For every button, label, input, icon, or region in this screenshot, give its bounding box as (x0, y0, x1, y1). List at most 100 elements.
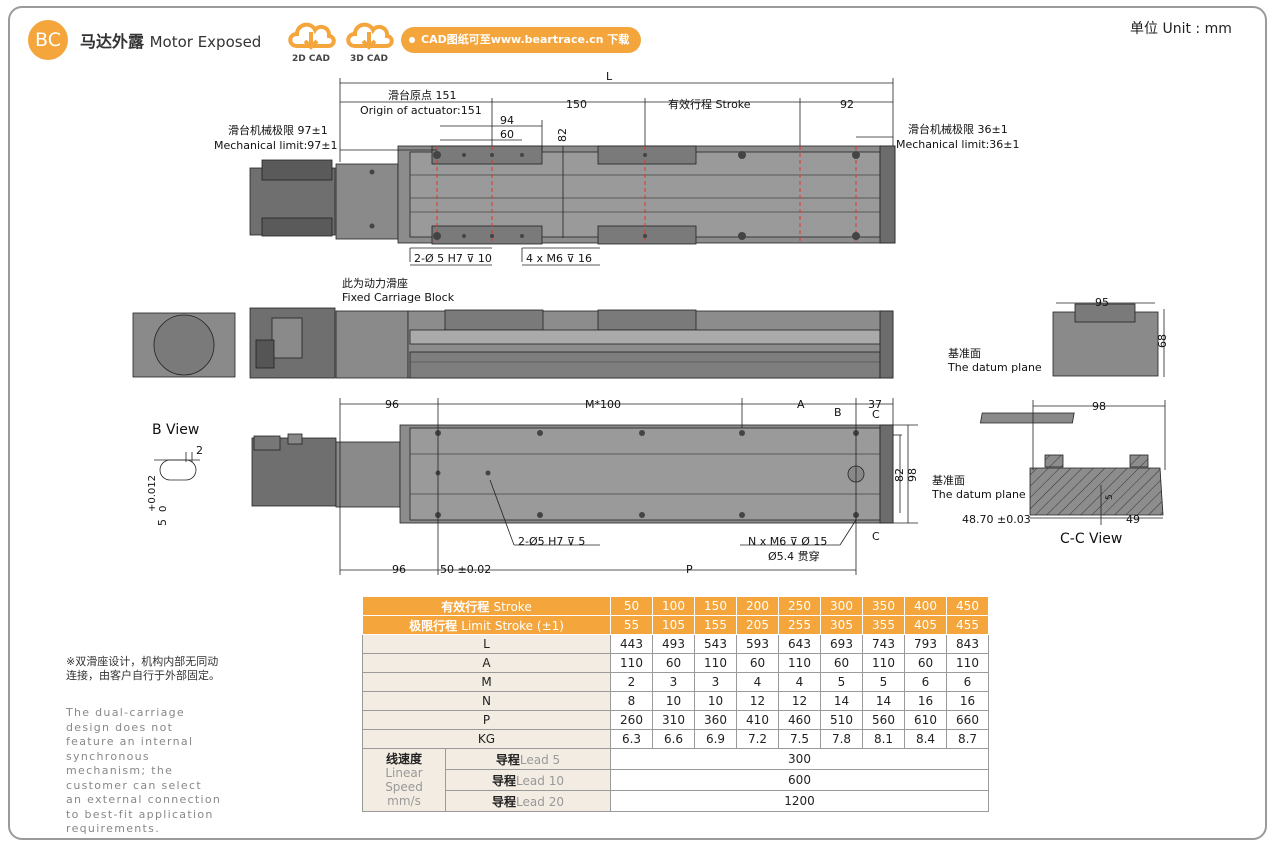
lead-en: Lead 20 (516, 794, 564, 809)
limit-cell: 405 (904, 615, 947, 635)
lead-value: 600 (610, 769, 989, 791)
lead-label: 导程Lead 5 (445, 748, 611, 770)
table-cell: 3 (694, 672, 737, 692)
table-cell: 310 (652, 710, 695, 730)
row-label: N (362, 691, 611, 711)
top-view (249, 145, 896, 245)
speed-unit: mm/s (387, 794, 421, 808)
table-cell: 410 (736, 710, 779, 730)
note-en: The dual-carriage design does not featur… (66, 706, 222, 835)
stroke-cell: 150 (694, 596, 737, 616)
title-en: Motor Exposed (149, 33, 262, 51)
table-cell: 60 (652, 653, 695, 673)
table-cell: 7.8 (820, 729, 863, 749)
dim-98h: 98 (1092, 400, 1106, 413)
table-cell: 5 (820, 672, 863, 692)
stroke-cell: 200 (736, 596, 779, 616)
dim-2: 2 (196, 444, 203, 457)
table-cell: 8 (610, 691, 653, 711)
table-cell: 110 (694, 653, 737, 673)
table-cell: 60 (736, 653, 779, 673)
table-cell: 493 (652, 634, 695, 654)
lead-cn: 导程 (492, 794, 517, 809)
table-cell: 8.7 (946, 729, 989, 749)
cad-3d-link[interactable]: 3D CAD (343, 16, 395, 64)
datum-en-1: The datum plane (947, 361, 1042, 374)
table-cell: 743 (862, 634, 905, 654)
mech-left-en: Mechanical limit:97±1 (214, 139, 338, 152)
table-cell: 110 (610, 653, 653, 673)
limit-cell: 155 (694, 615, 737, 635)
stroke-cell: 450 (946, 596, 989, 616)
dim-150: 150 (566, 98, 587, 111)
dim-82: 82 (556, 128, 569, 142)
lead-label: 导程Lead 20 (445, 790, 611, 812)
table-cell: 14 (862, 691, 905, 711)
table-cell: 7.5 (778, 729, 821, 749)
b-view-detail (154, 452, 200, 481)
limit-cell: 55 (610, 615, 653, 635)
dim-60: 60 (500, 128, 514, 141)
dim-p: P (686, 563, 693, 576)
dim-92: 92 (840, 98, 854, 111)
cc-view-label: C-C View (1060, 531, 1122, 547)
stroke-cell: 50 (610, 596, 653, 616)
title-cn: 马达外露 (80, 32, 145, 51)
mech-left-cn: 滑台机械极限 97±1 (228, 123, 328, 137)
table-cell: 360 (694, 710, 737, 730)
cc-section (979, 400, 1166, 525)
table-cell: 6 (946, 672, 989, 692)
table-cell: 443 (610, 634, 653, 654)
side-view (249, 307, 894, 379)
dim-5: 5 (156, 519, 169, 526)
table-cell: 110 (946, 653, 989, 673)
spec-table: 有效行程 Stroke 50 100 150 200 250 300 350 4… (362, 596, 989, 812)
row-label: L (362, 634, 611, 654)
speed-cn: 线速度 (385, 752, 422, 766)
dim-96a: 96 (385, 398, 399, 411)
limit-cell: 105 (652, 615, 695, 635)
hole-note-4: N x M6 ⊽ Ø 15 (748, 535, 827, 548)
dim-82v: 82 (893, 468, 906, 482)
table-cell: 60 (820, 653, 863, 673)
lead-en: Lead 5 (519, 752, 561, 767)
limit-cell: 455 (946, 615, 989, 635)
dim-37: 37 (868, 398, 882, 411)
table-cell: 6.9 (694, 729, 737, 749)
dim-4870: 48.70 ±0.03 (962, 513, 1031, 526)
table-cell: 593 (736, 634, 779, 654)
table-cell: 660 (946, 710, 989, 730)
table-cell: 6 (904, 672, 947, 692)
table-cell: 643 (778, 634, 821, 654)
table-cell: 5 (862, 672, 905, 692)
stroke-label-cn: 有效行程 (441, 599, 490, 614)
table-cell: 8.4 (904, 729, 947, 749)
unit-label: 单位 Unit : mm (1130, 21, 1232, 37)
label-c-bottom: C (872, 530, 880, 543)
fixed-carriage-en: Fixed Carriage Block (342, 291, 455, 304)
row-label: A (362, 653, 611, 673)
datum-cn-1: 基准面 (948, 347, 981, 360)
end-view (132, 302, 1165, 378)
mech-right-cn: 滑台机械极限 36±1 (908, 122, 1008, 136)
technical-drawing: L 滑台原点 151 Origin of actuator:151 150 有效… (132, 70, 1169, 576)
dim-98v: 98 (906, 468, 919, 482)
limit-row: 极限行程 Limit Stroke (±1) 55 105 155 205 25… (362, 615, 989, 635)
row-label: P (362, 710, 611, 730)
table-cell: 543 (694, 634, 737, 654)
mech-right-en: Mechanical limit:36±1 (896, 138, 1020, 151)
label-b: B (834, 406, 842, 419)
table-cell: 12 (778, 691, 821, 711)
hole-note-2: 4 x M6 ⊽ 16 (526, 252, 592, 265)
cad-2d-link[interactable]: 2D CAD (285, 16, 337, 64)
datum-en-2: The datum plane (931, 488, 1026, 501)
download-link[interactable]: CAD图纸可至www.beartrace.cn 下载 (401, 27, 642, 53)
cad-3d-label: 3D CAD (350, 54, 388, 64)
stroke-row: 有效行程 Stroke 50 100 150 200 250 300 350 4… (362, 596, 989, 616)
speed-en-1: Linear (385, 766, 423, 780)
row-label: KG (362, 729, 611, 749)
series-badge: BC (28, 20, 68, 60)
